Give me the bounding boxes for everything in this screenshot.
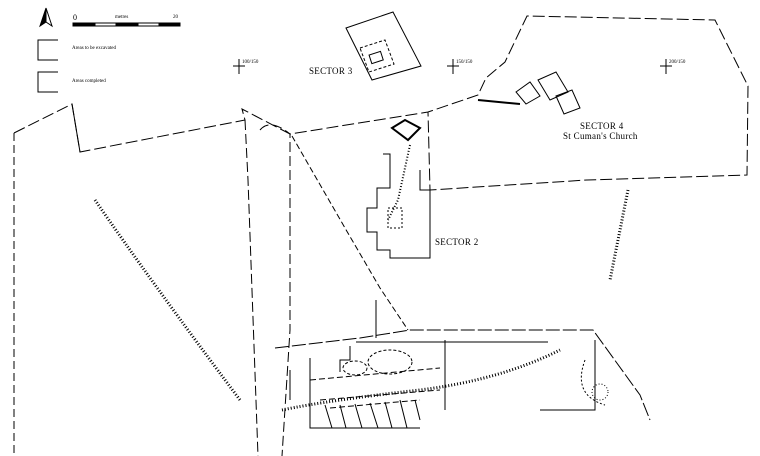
legend-swatch-completed — [37, 71, 58, 93]
scale-start-label: 0 — [73, 13, 77, 22]
sector3-label: SECTOR 3 — [309, 66, 353, 76]
scale-unit-label: metres — [115, 15, 129, 20]
grid-markers — [233, 59, 672, 74]
sector2-trench — [366, 118, 431, 259]
grid-label: 150/150 — [456, 60, 473, 65]
legend-label-to-excavate: Areas to be excavated — [72, 46, 117, 51]
legend-swatch-to-excavate — [37, 39, 58, 61]
grid-label: 100/150 — [242, 60, 259, 65]
sector1-trench — [309, 340, 548, 429]
scale-bar — [72, 22, 181, 27]
legend-label-completed: Areas completed — [72, 79, 106, 84]
sector4-label: SECTOR 4 — [580, 121, 624, 131]
sector2-label: SECTOR 2 — [435, 237, 479, 247]
north-arrow-icon — [39, 7, 53, 28]
scale-end-label: 20 — [173, 15, 178, 20]
sector3-structure — [345, 11, 422, 81]
church-label: St Cuman's Church — [563, 131, 638, 141]
grid-label: 200/150 — [669, 60, 686, 65]
church-structure — [477, 71, 581, 115]
